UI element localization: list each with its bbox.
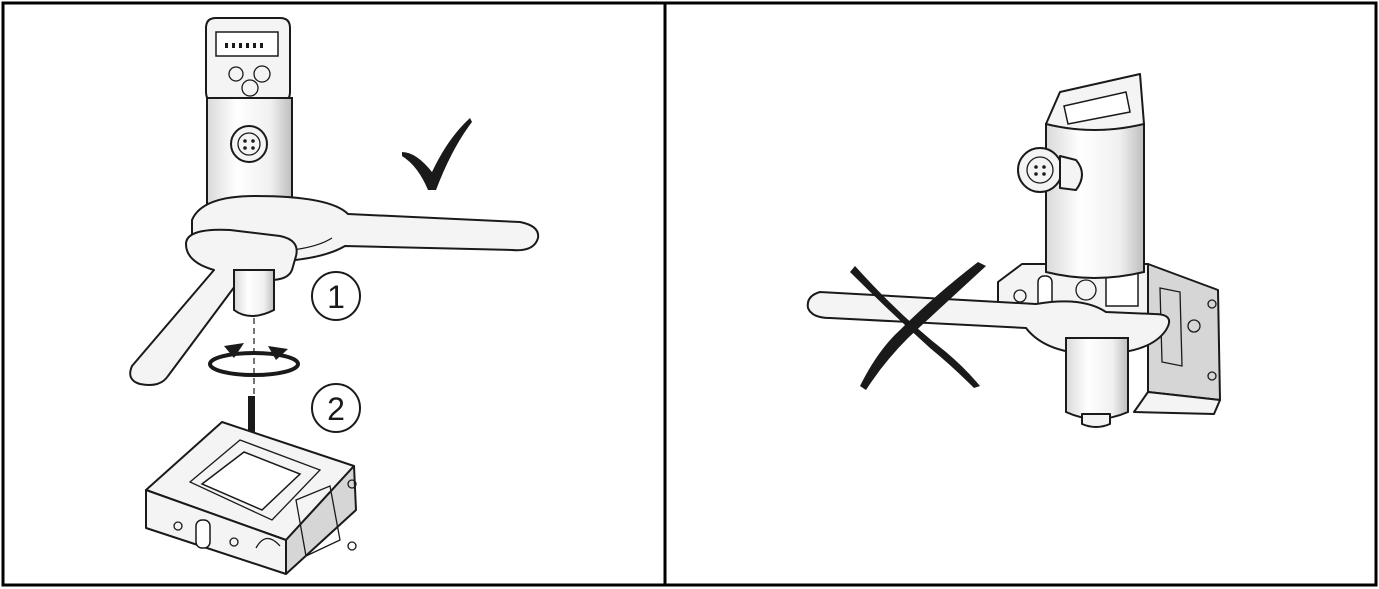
callout-2-label: 2 xyxy=(327,391,345,427)
callout-2: 2 xyxy=(312,384,360,432)
panel-correct-mounting: 1 2 xyxy=(3,3,665,585)
process-connection-left xyxy=(234,270,274,316)
callout-1: 1 xyxy=(312,272,360,320)
callout-1-label: 1 xyxy=(327,279,345,315)
panel-incorrect-mounting xyxy=(665,3,1376,585)
process-connection-right xyxy=(1066,338,1128,419)
